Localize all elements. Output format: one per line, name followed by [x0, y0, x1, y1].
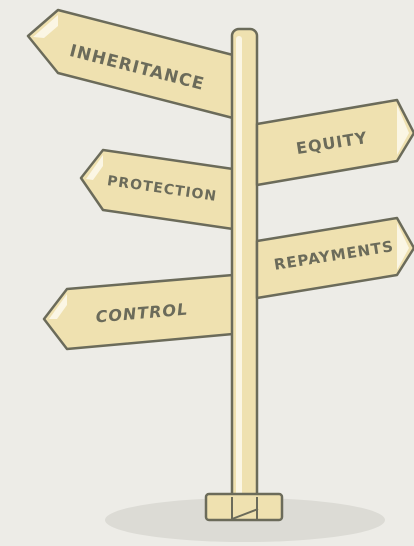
sign-equity: EQUITY	[255, 98, 414, 187]
signpost-pole	[230, 27, 259, 521]
sign-repayments: REPAYMENTS	[255, 216, 414, 300]
signpost-base	[204, 492, 284, 522]
sign-control: CONTROL	[42, 273, 235, 351]
sign-protection: PROTECTION	[79, 148, 235, 231]
sign-inheritance: INHERITANCE	[26, 8, 235, 120]
